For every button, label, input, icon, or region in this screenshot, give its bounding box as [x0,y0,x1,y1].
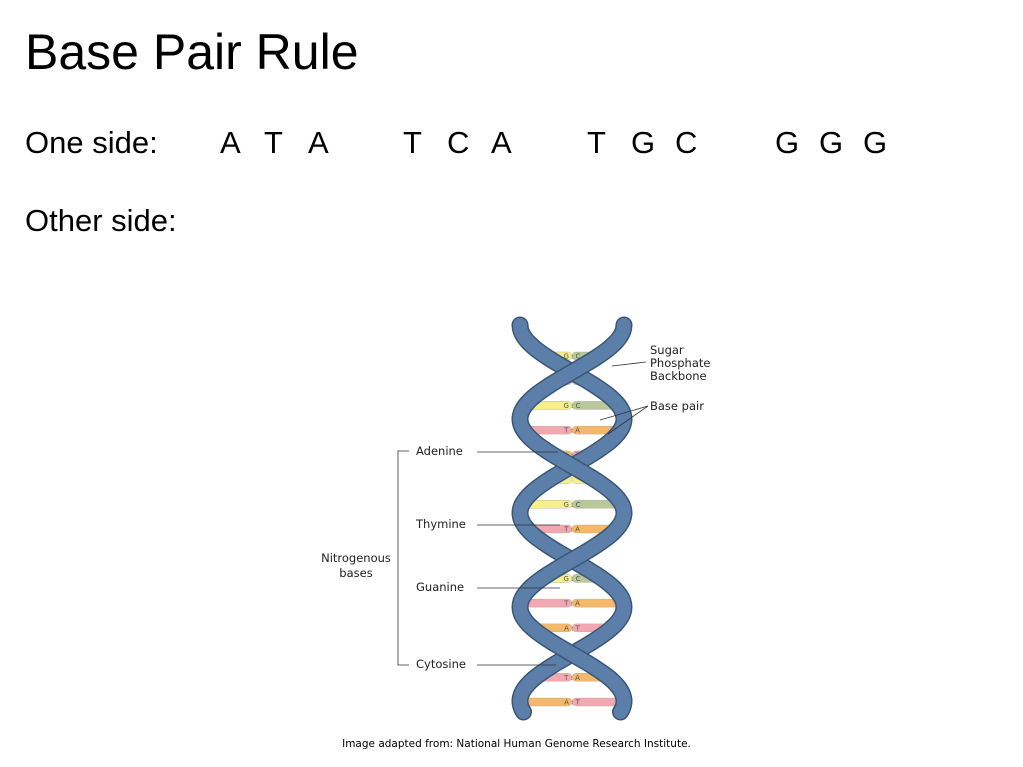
base-pair-letters: G : C [563,501,580,509]
base-pair-letters: T : A [563,427,580,435]
base-pair-letters: T : A [563,600,580,608]
nitrogenous-bracket [397,450,409,666]
base-letter: A [308,125,329,160]
backbone-label: Sugar Phosphate Backbone [650,343,710,383]
thymine-label: Thymine [415,517,466,531]
nitrogenous-label-line: Nitrogenous [321,551,391,565]
base-pair-leader-line [599,405,649,421]
base-pair-letters: G : C [563,402,580,410]
backbone-strand [512,318,632,719]
sequence-group-2: T C A [403,125,535,161]
backbone-label-line: Sugar [650,343,684,357]
guanine-label: Guanine [416,580,464,594]
sequence-group-4: G G G [775,125,907,161]
base-letter: G [631,125,656,160]
base-letter: G [819,125,844,160]
backbone-leader-line [611,361,647,367]
base-pair-letters: T : A [563,526,580,534]
base-letter: T [403,125,422,160]
callout-lines [397,361,649,666]
sugar-phosphate-backbone [511,316,633,721]
base-letter: T [587,125,606,160]
sequence-group-3: T G C [587,125,719,161]
cytosine-label: Cytosine [416,657,466,671]
base-letter: C [447,125,470,160]
one-side-label: One side: [25,125,158,160]
base-letter: G [775,125,800,160]
base-pair-letters: A : T [564,624,581,632]
base-pair-letters: A : T [564,451,581,459]
base-pair-rung: T : A [514,598,630,608]
base-letter: T [264,125,283,160]
base-letter: A [220,125,241,160]
nitrogenous-label-line: bases [339,566,372,580]
base-pair-letters: A : T [564,699,581,707]
base-letter: A [491,125,512,160]
image-credit-caption: Image adapted from: National Human Genom… [342,738,691,750]
base-pair-leader-line [607,405,649,435]
base-letter: C [675,125,698,160]
base-pair-letters: T : A [563,674,580,682]
backbone-strand [512,318,632,719]
base-letter: G [863,125,888,160]
base-pair-label: Base pair [650,399,704,413]
other-side-label: Other side: [25,203,177,238]
sequence-group-1: A T A [220,125,352,161]
base-pair-rung: A : T [513,697,631,707]
base-pair-letters: G : C [563,575,580,583]
base-pair-letters: G : C [563,353,580,361]
backbone-label-line: Backbone [650,369,707,383]
adenine-label: Adenine [416,444,463,458]
backbone-label-line: Phosphate [650,356,710,370]
slide-title: Base Pair Rule [25,24,359,80]
